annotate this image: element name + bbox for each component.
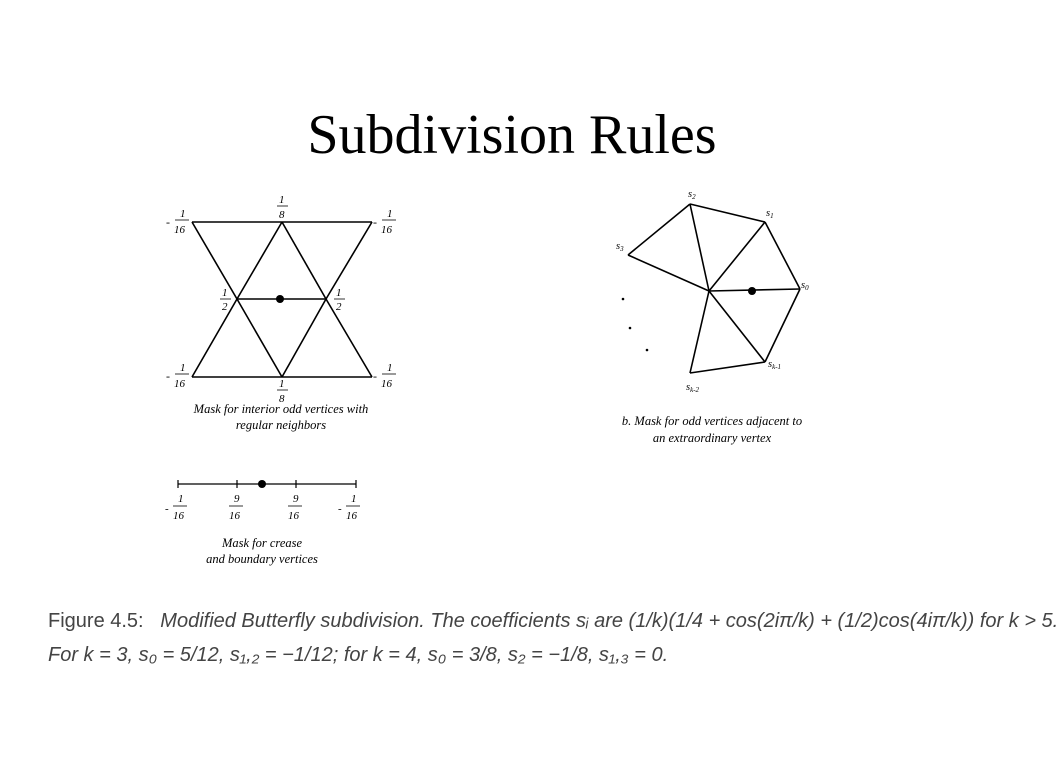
mask-b-ellipsis-dot bbox=[621, 297, 625, 301]
mask-b-label-sk1: sk-1 bbox=[768, 359, 781, 371]
figure-caption-text1: Modified Butterfly subdivision. The coef… bbox=[160, 610, 1058, 632]
mask-b-edge bbox=[708, 221, 766, 292]
mask-b-edge bbox=[627, 203, 691, 256]
svg-text:-: - bbox=[165, 503, 169, 515]
mask-b-edge bbox=[764, 288, 801, 363]
svg-text:16: 16 bbox=[173, 510, 185, 522]
svg-text:1: 1 bbox=[222, 287, 228, 299]
svg-text:2: 2 bbox=[222, 301, 228, 313]
mask-a-weight-top: 1 8 bbox=[277, 194, 288, 221]
svg-text:-: - bbox=[338, 503, 342, 515]
svg-text:16: 16 bbox=[346, 510, 358, 522]
svg-text:1: 1 bbox=[279, 194, 285, 206]
figure-caption-text2: For k = 3, s₀ = 5/12, s₁,₂ = −1/12; for … bbox=[48, 644, 669, 666]
mask-c-diagram bbox=[177, 480, 357, 488]
mask-a-caption-line2: regular neighbors bbox=[236, 418, 326, 432]
svg-text:-: - bbox=[373, 215, 377, 229]
mask-b-edge bbox=[689, 203, 766, 223]
mask-a-edge bbox=[191, 221, 238, 300]
mask-b-caption-line2: an extraordinary vertex bbox=[653, 431, 772, 445]
svg-text:1: 1 bbox=[180, 208, 186, 220]
mask-a-diagram bbox=[191, 221, 373, 378]
figure-canvas: - 1 16 - 1 16 - 1 16 - 1 16 1 bbox=[165, 189, 809, 566]
svg-text:16: 16 bbox=[381, 224, 393, 236]
mask-b-edge bbox=[708, 290, 766, 363]
svg-text:9: 9 bbox=[293, 493, 299, 505]
mask-b-label-s2: s2 bbox=[688, 189, 696, 201]
svg-text:1: 1 bbox=[178, 493, 184, 505]
mask-a-edge bbox=[191, 298, 238, 378]
mask-b-edge bbox=[689, 290, 710, 374]
svg-text:1: 1 bbox=[336, 287, 342, 299]
mask-b-edge bbox=[689, 361, 766, 374]
figure-label: Figure 4.5: bbox=[48, 610, 144, 632]
svg-text:1: 1 bbox=[351, 493, 357, 505]
mask-a-weight-top-left: - 1 16 bbox=[166, 208, 189, 236]
mask-c-weight-2: 9 16 bbox=[229, 493, 243, 522]
mask-a-weight-left: 1 2 bbox=[220, 287, 231, 313]
mask-a-edge bbox=[281, 298, 327, 378]
mask-a-edge bbox=[325, 221, 373, 300]
mask-c-weight-1: - 1 16 bbox=[165, 493, 187, 522]
mask-a-weight-bottom: 1 8 bbox=[277, 378, 288, 405]
mask-c-caption-line1: Mask for crease bbox=[221, 536, 303, 550]
svg-text:9: 9 bbox=[234, 493, 240, 505]
svg-text:16: 16 bbox=[174, 378, 186, 390]
mask-c-weight-3: 9 16 bbox=[288, 493, 302, 522]
mask-b-label-sk2: sk-2 bbox=[686, 382, 700, 394]
mask-a-edge bbox=[325, 298, 373, 378]
mask-c-weight-4: - 1 16 bbox=[338, 493, 360, 522]
svg-text:16: 16 bbox=[174, 224, 186, 236]
svg-text:16: 16 bbox=[381, 378, 393, 390]
svg-text:1: 1 bbox=[180, 362, 186, 374]
slide-title: Subdivision Rules bbox=[307, 104, 717, 166]
mask-a-edge bbox=[281, 221, 327, 300]
figure-caption-line1: Figure 4.5: Modified Butterfly subdivisi… bbox=[48, 610, 1058, 633]
mask-b-label-s0: s0 bbox=[801, 280, 809, 292]
mask-a-weight-right: 1 2 bbox=[334, 287, 345, 313]
svg-text:8: 8 bbox=[279, 209, 285, 221]
mask-c-new-vertex-dot bbox=[258, 480, 266, 488]
svg-text:-: - bbox=[166, 215, 170, 229]
svg-text:2: 2 bbox=[336, 301, 342, 313]
svg-text:-: - bbox=[166, 369, 170, 383]
mask-b-edge bbox=[764, 221, 801, 290]
mask-a-edge bbox=[236, 221, 283, 300]
mask-a-edge bbox=[236, 298, 283, 378]
mask-a-weight-top-right: - 1 16 bbox=[373, 208, 396, 236]
mask-b-edge bbox=[627, 254, 710, 292]
mask-b-label-s1: s1 bbox=[766, 208, 774, 220]
mask-b-ellipsis-dot bbox=[628, 326, 632, 330]
mask-b-edge bbox=[689, 203, 710, 292]
mask-b-caption-line1: b. Mask for odd vertices adjacent to bbox=[622, 414, 802, 428]
mask-a-new-vertex-dot bbox=[276, 295, 284, 303]
svg-text:16: 16 bbox=[288, 510, 300, 522]
svg-text:1: 1 bbox=[387, 362, 393, 374]
mask-c-caption-line2: and boundary vertices bbox=[206, 552, 318, 566]
svg-text:8: 8 bbox=[279, 393, 285, 405]
mask-a-weight-bottom-left: - 1 16 bbox=[166, 362, 189, 390]
mask-b-diagram bbox=[621, 203, 801, 374]
mask-a-caption-line1: Mask for interior odd vertices with bbox=[193, 402, 369, 416]
svg-text:1: 1 bbox=[279, 378, 285, 390]
svg-text:1: 1 bbox=[387, 208, 393, 220]
mask-b-ellipsis-dot bbox=[645, 348, 649, 352]
svg-text:-: - bbox=[373, 369, 377, 383]
mask-a-weight-bottom-right: - 1 16 bbox=[373, 362, 396, 390]
mask-b-new-vertex-dot bbox=[748, 287, 756, 295]
figure-caption-line2: For k = 3, s₀ = 5/12, s₁,₂ = −1/12; for … bbox=[48, 644, 668, 667]
svg-text:16: 16 bbox=[229, 510, 241, 522]
mask-b-label-s3: s3 bbox=[616, 241, 624, 253]
